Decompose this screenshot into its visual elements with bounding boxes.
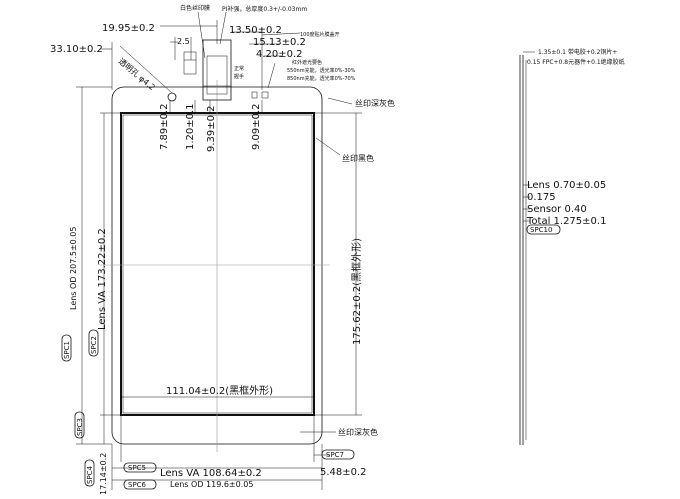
spc-markers: SPC1 SPC2 SPC3 SPC4 SPC5 SPC6 SPC7 — [61, 329, 355, 490]
spc-10: SPC10 — [530, 226, 552, 234]
dim-9-09: 9.09±0.2 — [251, 103, 262, 150]
dim-lens-od-vertical: Lens OD 207.5±0.05 — [69, 227, 78, 310]
view-area — [122, 114, 313, 414]
note-550nm: 550nm充能，透光率0%-30% — [287, 67, 356, 74]
spc-2: SPC2 — [90, 336, 98, 354]
dim-5-48: 5.48±0.2 — [320, 467, 367, 478]
side-note-1: 1.35±0.1 带电胶+0.2铜片+ — [538, 48, 617, 56]
dim-7-89: 7.89±0.2 — [159, 103, 170, 150]
side-lens: Lens 0.70±0.05 — [527, 180, 606, 191]
dim-17-14: 17.14±0.2 — [99, 453, 108, 495]
black-frame — [120, 112, 315, 416]
note-positive: 正常 — [234, 65, 244, 72]
spc-5: SPC5 — [128, 464, 146, 472]
note-infrared: 红外遮光要色 — [292, 59, 322, 66]
side-total: Total 1.275±0.1 — [526, 216, 606, 227]
dim-inner-width: 111.04±0.2(黑框外形) — [166, 384, 273, 397]
side-sensor: Sensor 0.40 — [527, 204, 587, 215]
label-silk-dark-top: 丝印深灰色 — [355, 98, 395, 108]
front-view — [100, 39, 330, 452]
label-silk-black: 丝印黑色 — [342, 153, 374, 163]
side-note-2: 0.15 FPC+0.8元器件+0.1绝缘胶纸 — [527, 58, 625, 66]
dim-4-20: 4.20±0.2 — [256, 49, 303, 60]
note-color-film: 白色丝印膜 — [180, 4, 210, 12]
spc-6: SPC6 — [128, 481, 147, 489]
side-oca: 0.175 — [527, 192, 556, 203]
side-view — [519, 51, 535, 445]
spc-1: SPC1 — [63, 341, 71, 359]
dim-1-20: 1.20±0.1 — [185, 103, 196, 150]
dim-33-10: 33.10±0.2 — [50, 44, 103, 55]
spc-4: SPC4 — [86, 465, 94, 484]
note-850nm: 850nm充能，透光率0%-70% — [287, 75, 356, 82]
inner-vertical-dims — [76, 86, 362, 490]
camera-hole — [167, 92, 177, 102]
note-hand: 握手 — [234, 73, 244, 80]
dim-outer-frame: 175.62±0.2(黑框外形) — [350, 238, 363, 345]
dim-19-95: 19.95±0.2 — [102, 23, 155, 34]
dim-15-13: 15.13±0.2 — [253, 37, 306, 48]
dim-9-39: 9.39±0.2 — [206, 105, 217, 152]
dim-bottom-va: Lens VA 108.64±0.2 — [160, 468, 262, 479]
spc-7: SPC7 — [326, 451, 344, 459]
dim-2-5: 2.5 — [177, 37, 190, 46]
dim-lens-va-vertical: Lens VA 173.22±0.2 — [97, 228, 108, 330]
top-dimension-lines — [100, 11, 301, 94]
dim-bottom-od: Lens OD 119.6±0.05 — [170, 480, 253, 489]
label-silk-dark-bottom: 丝印深灰色 — [338, 427, 378, 437]
note-pi-stiffener: PI补强，总厚度0.3+/-0.03mm — [222, 5, 307, 13]
dim-13-50: 13.50±0.2 — [229, 25, 282, 36]
note-top-small: 100度贴片膜盖开 — [300, 31, 340, 38]
spc-3: SPC3 — [76, 418, 84, 436]
